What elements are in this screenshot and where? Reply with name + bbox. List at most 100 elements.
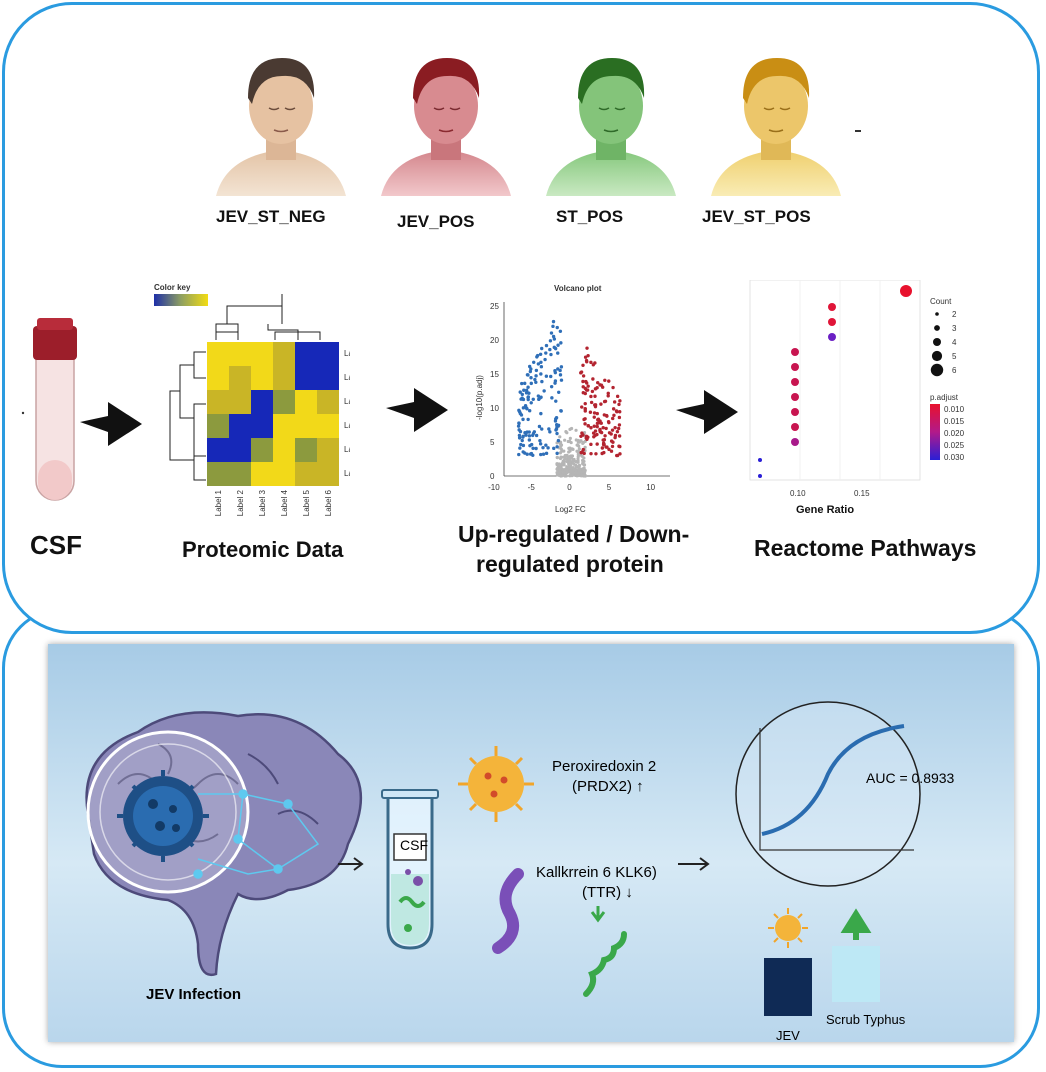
volcano-point <box>607 447 611 452</box>
dotplot-point <box>791 393 799 401</box>
volcano-point <box>615 394 620 399</box>
dotplot-point <box>791 348 799 356</box>
volcano-point <box>596 380 600 385</box>
volcano-point <box>519 397 523 401</box>
volcano-point <box>528 452 533 456</box>
volcano-point <box>607 420 611 425</box>
volcano-point <box>568 463 573 467</box>
volcano-point <box>540 379 544 384</box>
padjust-legend-label: 0.020 <box>944 429 965 438</box>
volcano-point <box>574 471 578 475</box>
heatmap-cell <box>207 414 229 438</box>
count-legend-label: 2 <box>952 310 957 319</box>
volcano-point <box>602 413 607 417</box>
heatmap-cell <box>317 414 339 438</box>
volcano-point <box>544 351 548 355</box>
volcano-point <box>539 365 544 369</box>
count-legend-dot <box>933 338 941 346</box>
volcano-point <box>604 445 608 449</box>
volcano-point <box>569 469 573 473</box>
heatmap-cell <box>295 462 317 486</box>
volcano-point <box>533 377 537 382</box>
person-jev-pos-icon <box>381 58 511 196</box>
volcano-point <box>518 390 522 394</box>
dotplot-padjust-title: p.adjust <box>930 393 959 402</box>
volcano-point <box>549 352 553 357</box>
volcano-point <box>559 444 563 448</box>
volcano-point <box>612 400 617 404</box>
volcano-point <box>567 446 571 450</box>
volcano-point <box>534 380 538 384</box>
volcano-point <box>612 413 616 418</box>
volcano-point <box>583 401 587 406</box>
klk6-label-line2: (TTR) ↓ <box>582 884 633 901</box>
heatmap-cell <box>251 438 273 462</box>
volcano-xlabel: Log2 FC <box>555 505 586 514</box>
volcano-point <box>526 373 530 377</box>
volcano-point <box>585 388 590 392</box>
volcano-point <box>518 446 522 450</box>
tick-mark <box>855 130 861 132</box>
volcano-point <box>598 383 602 387</box>
volcano-point <box>531 431 536 436</box>
volcano-point <box>529 381 533 386</box>
person-jev-st-pos-icon <box>711 58 841 196</box>
heatmap-cell <box>251 462 273 486</box>
count-legend-label: 6 <box>952 366 957 375</box>
dotplot-point <box>828 318 836 326</box>
count-legend-dot <box>935 312 939 316</box>
heatmap-col-label: Label 1 <box>214 489 223 516</box>
volcano-point <box>582 451 586 456</box>
volcano-point <box>599 402 603 406</box>
volcano-point <box>554 428 558 432</box>
volcano-point <box>609 449 614 453</box>
volcano-point <box>577 467 581 472</box>
volcano-point <box>558 467 562 471</box>
volcano-point <box>602 450 606 455</box>
volcano-point <box>617 402 621 407</box>
volcano-point <box>548 430 552 434</box>
volcano-point <box>518 429 523 434</box>
volcano-point <box>555 445 559 449</box>
regulated-label-line2: regulated protein <box>476 551 664 577</box>
volcano-point <box>527 438 532 442</box>
heatmap-cell <box>295 414 317 438</box>
volcano-point <box>520 438 524 443</box>
volcano-point <box>580 431 584 435</box>
heatmap-row-label: Label B <box>344 373 350 382</box>
volcano-y-tick: 15 <box>490 370 499 379</box>
volcano-point <box>589 394 593 399</box>
neural-network-icon <box>193 789 320 879</box>
volcano-point <box>549 331 554 335</box>
volcano-point <box>598 428 602 433</box>
volcano-point <box>613 425 617 430</box>
volcano-point <box>538 442 543 446</box>
heatmap: Color key Label ALabel BLabel CLabel DLa… <box>154 283 350 516</box>
volcano-point <box>592 424 596 428</box>
volcano-point <box>599 421 603 425</box>
volcano-point <box>571 458 576 462</box>
volcano-point <box>558 368 562 373</box>
volcano-point <box>615 453 620 458</box>
volcano-point <box>527 409 532 413</box>
volcano-point <box>523 381 527 386</box>
volcano-point <box>589 426 593 430</box>
volcano-point <box>582 417 586 422</box>
volcano-y-tick: 5 <box>490 438 495 447</box>
volcano-point <box>592 415 596 419</box>
jev-bar-label: JEV <box>776 1028 800 1043</box>
klk6-label-line1: Kallkrrein 6 KLK6) <box>536 864 657 881</box>
volcano-point <box>556 351 560 355</box>
volcano-point <box>589 400 594 405</box>
volcano-point <box>547 427 551 431</box>
volcano-point <box>590 389 595 394</box>
volcano-point <box>595 442 599 446</box>
volcano-point <box>544 343 549 348</box>
volcano-point <box>571 471 575 476</box>
volcano-point <box>559 365 564 369</box>
volcano-point <box>526 395 531 399</box>
volcano-point <box>517 452 521 457</box>
volcano-point <box>517 421 521 425</box>
volcano-point <box>585 437 589 442</box>
heatmap-col-label: Label 6 <box>324 489 333 516</box>
